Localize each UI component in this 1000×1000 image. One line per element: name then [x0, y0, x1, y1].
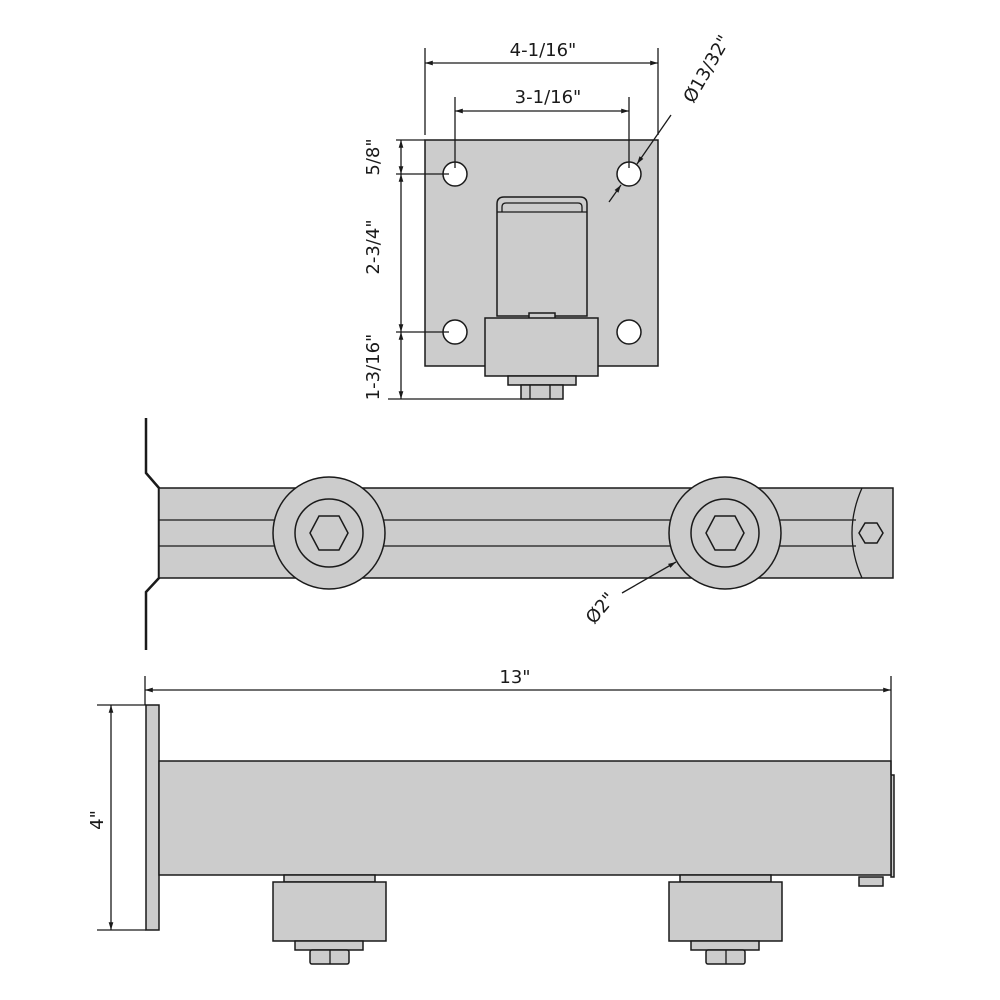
wheel-assembly	[272, 874, 387, 965]
dimension-label: Ø2"	[582, 589, 620, 628]
dimension-label: Ø13/32"	[680, 32, 735, 107]
mounting-hole	[616, 319, 642, 345]
dimension-vertical-chain: 5/8" 2-3/4" 1-3/16"	[363, 138, 521, 400]
side-view-track	[145, 704, 895, 965]
dimension-hole-spacing-horizontal: 3-1/16"	[454, 87, 630, 168]
dimension-label: 4"	[87, 810, 108, 830]
wheel-assembly	[668, 874, 783, 965]
dimension-plate-width: 4-1/16"	[424, 40, 659, 135]
hex-bolt-icon	[858, 522, 884, 544]
wheel	[272, 476, 386, 590]
dimension-overall-height: 4"	[87, 704, 146, 931]
dimension-label: 4-1/16"	[510, 40, 577, 61]
dimension-label: 5/8"	[363, 138, 384, 175]
dimension-label: 3-1/16"	[515, 87, 582, 108]
wheel	[668, 476, 782, 590]
dimension-label: 2-3/4"	[363, 219, 384, 274]
front-view-track	[144, 418, 894, 650]
dimension-overall-length: 13"	[144, 667, 892, 775]
dimension-label: 13"	[499, 667, 530, 688]
dimension-label: 1-3/16"	[363, 334, 384, 401]
top-view-mounting-plate	[424, 139, 659, 400]
